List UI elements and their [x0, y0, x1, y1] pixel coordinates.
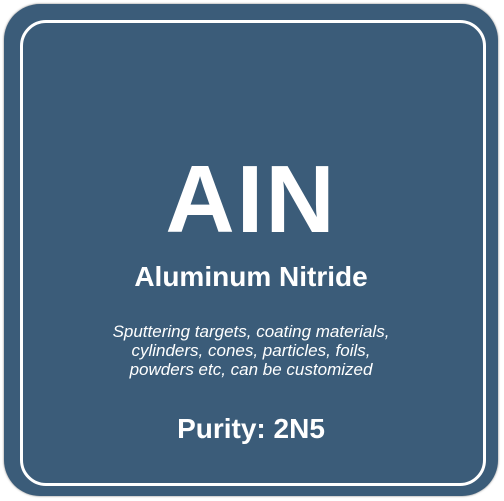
description-line: Sputtering targets, coating materials,: [112, 322, 390, 341]
product-description: Sputtering targets, coating materials, c…: [4, 322, 498, 379]
material-name: Aluminum Nitride: [134, 261, 368, 292]
description-line: cylinders, cones, particles, foils,: [131, 341, 371, 360]
element-tile: AIN Aluminum Nitride Sputtering targets,…: [4, 4, 498, 496]
purity-label: Purity: 2N5: [177, 413, 325, 444]
description-line: powders etc, can be customized: [129, 360, 373, 379]
tile-inner-border: [20, 20, 486, 486]
chemical-symbol: AIN: [165, 146, 337, 253]
